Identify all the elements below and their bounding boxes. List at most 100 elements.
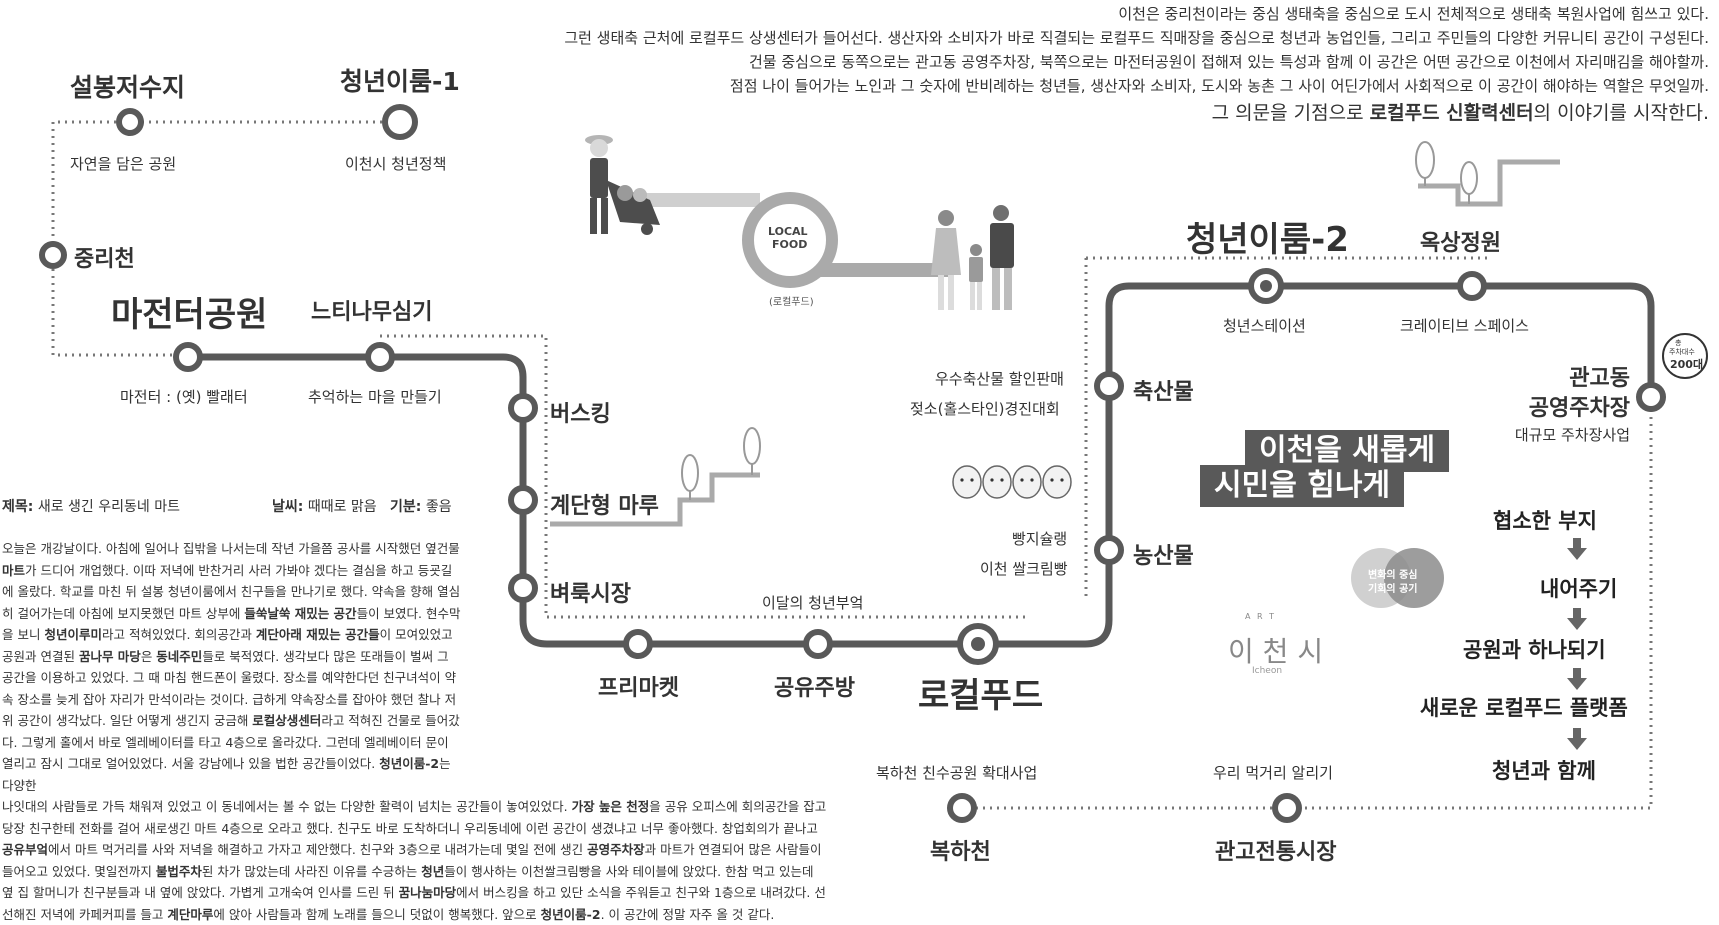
station-seolbong[interactable] — [116, 108, 144, 136]
change-badge-circle-2 — [1384, 548, 1444, 608]
flow-step-3: 공원과 하나되기 — [1463, 637, 1606, 662]
label-flea: 벼룩시장 — [550, 582, 631, 607]
label-parking-line1: 관고동 — [1569, 366, 1630, 391]
label-majeonteo: 마전터공원 — [111, 295, 268, 335]
label-neuti: 느티나무심기 — [311, 300, 433, 325]
flow-arrow-4 — [1567, 738, 1587, 750]
intro-line: 이천은 중리천이라는 중심 생태축을 중심으로 도시 전체적으로 생태축 복원사… — [1118, 5, 1709, 23]
intro-last-bold: 로컬푸드 신활력센터 — [1369, 102, 1534, 124]
label-busking: 버스킹 — [550, 402, 611, 427]
label-youth-month: 이달의 청년부엌 — [762, 594, 864, 612]
label-youth2: 청년이룸-2 — [1186, 220, 1349, 260]
station-jungri[interactable] — [39, 241, 67, 269]
flow-arrow-3 — [1567, 678, 1587, 690]
intro-line: 그런 생태축 근처에 로컬푸드 상생센터가 들어선다. 생산자와 소비자가 바로… — [564, 29, 1709, 47]
city-logo-name: 이 천 시 — [1228, 635, 1324, 668]
farmer-icon — [585, 135, 660, 235]
city-logo-small: A R T — [1245, 612, 1277, 621]
intro-text: 이천은 중리천이라는 중심 생태축을 중심으로 도시 전체적으로 생태축 복원사… — [564, 2, 1709, 128]
localfood-logo-line2: FOOD — [772, 238, 808, 251]
label-youth1-sub: 이천시 청년정책 — [345, 155, 447, 173]
station-bokha[interactable] — [947, 793, 977, 823]
flow-arrow-1-stem — [1573, 538, 1581, 548]
intro-last-line: 그 의문을 기점으로 로컬푸드 신활력센터의 이야기를 시작한다. — [564, 98, 1709, 128]
tree-icon — [1415, 141, 1435, 186]
label-youth2-sub: 청년스테이션 — [1223, 317, 1306, 335]
label-livestock: 축산물 — [1133, 380, 1194, 405]
mascot-icons — [952, 465, 1072, 499]
localfood-logo-caption: (로컬푸드) — [769, 297, 814, 308]
dotted-route-west — [51, 255, 188, 357]
tree-icon — [743, 427, 761, 475]
main-route — [188, 282, 1655, 648]
diary-body-upper: 오늘은 개강날이다. 아침에 일어나 집밖을 나서는데 작년 가을쯤 공사를 시… — [2, 541, 461, 793]
station-stairs[interactable] — [508, 485, 538, 515]
route-map — [39, 104, 1708, 823]
label-bokha: 복하천 — [930, 840, 991, 865]
intro-line: 건물 중심으로 동쪽으로는 관고동 공영주차장, 북쪽으로는 마전터공원이 접해… — [749, 53, 1709, 71]
station-neuti[interactable] — [365, 342, 395, 372]
label-creative: 크레이티브 스페이스 — [1400, 317, 1529, 335]
label-parking-sub: 대규모 주차장사업 — [1514, 426, 1630, 444]
flow-step-2: 내어주기 — [1540, 576, 1618, 601]
label-gwango-market-sub: 우리 먹거리 알리기 — [1213, 764, 1333, 782]
station-youth1[interactable] — [382, 104, 418, 140]
station-kitchen[interactable] — [803, 629, 833, 659]
label-localfood: 로컬푸드 — [918, 676, 1044, 716]
parking-badge-mid: 주차대수 — [1669, 348, 1695, 356]
flow-step-4: 새로운 로컬푸드 플랫폼 — [1420, 695, 1628, 720]
flow-arrow-2 — [1567, 618, 1587, 630]
label-jungri: 중리천 — [74, 247, 135, 272]
local-food-ring — [742, 192, 838, 288]
tree-icon — [1460, 161, 1478, 204]
label-seolbong: 설봉저수지 — [70, 73, 186, 102]
label-gwango-market: 관고전통시장 — [1215, 840, 1337, 865]
diary-header: 제목: 새로 생긴 우리동네 마트 날씨: 때때로 맑음 기분: 좋음 — [2, 496, 462, 516]
station-flea[interactable] — [508, 573, 538, 603]
label-freemarket: 프리마켓 — [598, 676, 679, 701]
station-youth2-center — [1260, 280, 1272, 292]
station-agri[interactable] — [1094, 535, 1124, 565]
change-badge-line1: 변화의 중심 — [1368, 570, 1418, 581]
station-creative[interactable] — [1457, 271, 1487, 301]
diary-title-label: 제목: — [2, 499, 34, 515]
rooftop-pictogram — [1418, 159, 1560, 207]
flow-arrow-1 — [1567, 548, 1587, 560]
intro-line: 점점 나이 들어가는 노인과 그 숫자에 반비례하는 청년들, 생산자와 소비자… — [729, 77, 1709, 95]
intro-last-pre: 그 의문을 기점으로 — [1211, 102, 1370, 124]
label-agri: 농산물 — [1133, 544, 1194, 569]
parking-badge — [1662, 333, 1708, 379]
label-youth1: 청년이룸-1 — [340, 67, 460, 96]
flow-arrow-4-stem — [1573, 728, 1581, 738]
label-majeonteo-sub: 마전터 : (옛) 빨래터 — [120, 388, 248, 406]
label-agri-sub1: 빵지슐랭 — [1012, 530, 1068, 548]
label-bokha-sub: 복하천 친수공원 확대사업 — [876, 764, 1038, 782]
diary-meta: 날씨: 때때로 맑음 기분: 좋음 — [272, 496, 452, 516]
tree-icon — [681, 454, 699, 500]
label-livestock-sub1: 우수축산물 할인판매 — [935, 370, 1064, 388]
parking-badge-num: 200대 — [1670, 358, 1704, 371]
diary-mood: 좋음 — [425, 499, 452, 515]
diary-body-lower: 나잇대의 사람들로 가득 채워져 있었고 이 동네에서는 볼 수 없는 다양한 … — [2, 799, 827, 922]
family-icon — [931, 205, 1014, 310]
station-localfood-center — [971, 637, 985, 651]
station-freemarket[interactable] — [623, 629, 653, 659]
station-livestock[interactable] — [1094, 371, 1124, 401]
change-badge-line2: 기회의 공기 — [1368, 584, 1418, 595]
label-parking-line2: 공영주차장 — [1528, 396, 1630, 421]
flow-arrow-3-stem — [1573, 668, 1581, 678]
station-parking[interactable] — [1636, 382, 1666, 412]
label-livestock-sub2: 젖소(홀스타인)경진대회 — [910, 400, 1060, 418]
diary-weather-label: 날씨: — [272, 499, 304, 515]
label-kitchen: 공유주방 — [774, 676, 855, 701]
dotted-route-south — [962, 400, 1653, 810]
station-majeonteo[interactable] — [173, 342, 203, 372]
flow-step-1: 협소한 부지 — [1493, 508, 1597, 533]
stairs-pictogram — [550, 472, 760, 527]
station-gwango-market[interactable] — [1272, 793, 1302, 823]
diary-mood-label: 기분: — [390, 499, 422, 515]
label-stairs: 계단형 마루 — [550, 494, 659, 519]
diary-weather: 때때로 맑음 — [307, 499, 377, 515]
label-neuti-sub: 추억하는 마을 만들기 — [308, 388, 442, 406]
station-busking[interactable] — [508, 393, 538, 423]
